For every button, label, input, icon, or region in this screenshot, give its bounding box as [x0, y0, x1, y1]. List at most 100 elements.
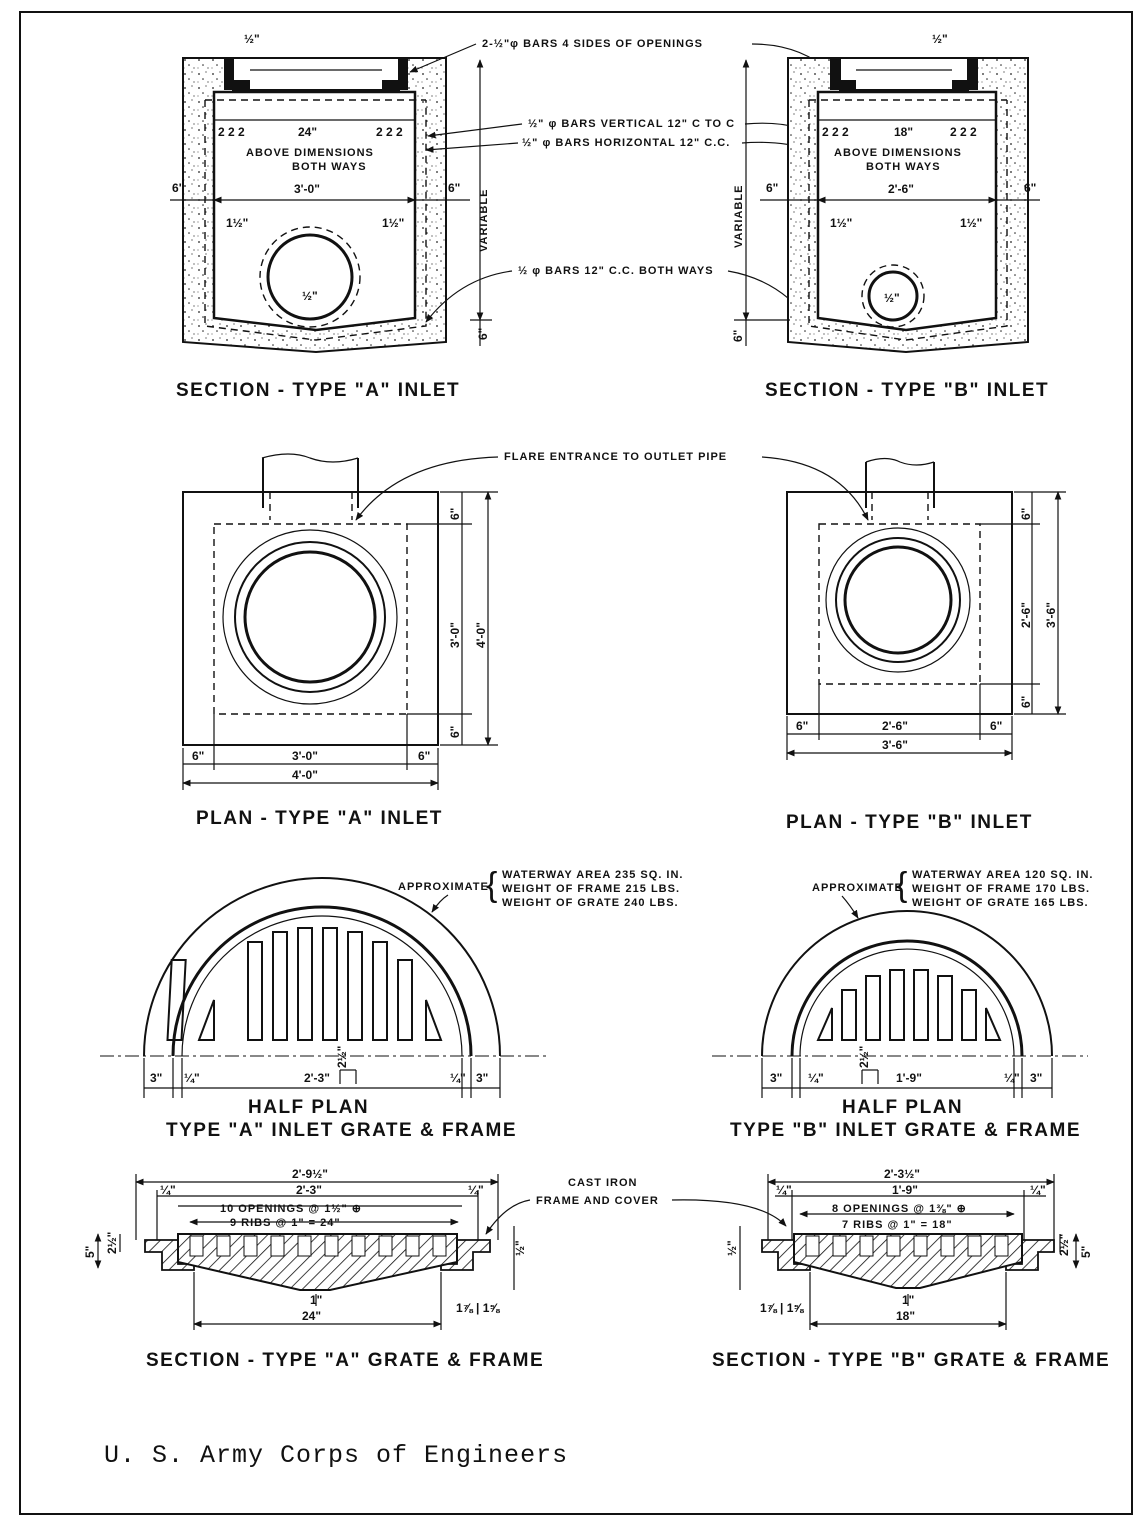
ga-dim-5: 5" — [83, 1246, 97, 1258]
hpb-dim-quarter-left: ¼" — [808, 1071, 824, 1085]
sb-dim-2s-right: 2 2 2 — [950, 125, 977, 139]
sa-dim-2s-right: 2 2 2 — [376, 125, 403, 139]
section-type-a-inlet: ½" 2 2 2 24" 2 2 2 ABOVE DIMENSIONS BOTH… — [170, 32, 492, 401]
gb-dim-sides: 1⅞ | 1⅝ — [760, 1301, 804, 1315]
gb-ribs: 7 RIBS @ 1" = 18" — [842, 1219, 953, 1231]
hpb-brace: { — [896, 866, 907, 904]
gb-dim-quarter-right: ¼" — [1030, 1183, 1046, 1197]
pa-dim-outer: 4'-0" — [474, 622, 488, 648]
gb-dim-overall: 2'-3½" — [884, 1167, 920, 1181]
hpb-title-1: HALF PLAN — [842, 1097, 963, 1118]
pb-dim-3-6: 3'-6" — [882, 738, 908, 752]
sa-dim-side-left: 6" — [172, 181, 184, 195]
half-plan-type-b: 3" ¼" 2½" 1'-9" ¼" 3" APPROXIMATE { WATE… — [712, 866, 1093, 1141]
section-type-b-grate: 2'-3½" ¼" 1'-9" ¼" 8 OPENINGS @ 1⅜" ⊕ 7 … — [712, 1167, 1110, 1371]
hpb-dim-center: 1'-9" — [896, 1071, 922, 1085]
pa-dim-4-0: 4'-0" — [292, 768, 318, 782]
sb-above-2: BOTH WAYS — [866, 161, 941, 173]
pb-dim-inner: 2'-6" — [1019, 602, 1033, 628]
plan-type-b-inlet: 6" 2'-6" 3'-6" 6" 6" 2'-6" 6" 3'-6" PLAN… — [786, 457, 1066, 833]
sa-dim-2s-left: 2 2 2 — [218, 125, 245, 139]
credit-line: U. S. Army Corps of Engineers — [104, 1441, 568, 1470]
hpa-dim-quarter-right: ¼" — [450, 1071, 466, 1085]
plan-type-a-inlet: 6" 3'-0" 4'-0" 6" 6" 3'-0" 6" 4'-0" PLAN… — [182, 453, 498, 829]
flare-callout: FLARE ENTRANCE TO OUTLET PIPE — [355, 451, 869, 521]
sb-dim-pipe: ½" — [884, 291, 900, 305]
sb-dim-2s-left: 2 2 2 — [822, 125, 849, 139]
gb-dim-5: 5" — [1079, 1246, 1093, 1258]
ga-dim-sides: 1⅞ | 1⅝ — [456, 1301, 500, 1315]
hpa-dim-3-left: 3" — [150, 1071, 162, 1085]
ga-openings: 10 OPENINGS @ 1½" ⊕ — [220, 1203, 362, 1215]
hpb-title-2: TYPE "B" INLET GRATE & FRAME — [730, 1120, 1081, 1141]
gb-dim-inner: 1'-9" — [892, 1183, 918, 1197]
sa-dim-rim: ½" — [244, 32, 260, 46]
ga-dim-half: ½" — [513, 1240, 527, 1256]
gb-openings: 8 OPENINGS @ 1⅜" ⊕ — [832, 1203, 967, 1215]
sa-dim-half-left: 1½" — [226, 216, 248, 230]
sb-above-1: ABOVE DIMENSIONS — [834, 147, 962, 159]
hpb-approx: APPROXIMATE — [812, 882, 903, 894]
hpb-dim-quarter-right: ¼" — [1004, 1071, 1020, 1085]
sb-dim-half-right: 1½" — [960, 216, 982, 230]
gb-dim-2-half: 2½" — [1057, 1234, 1071, 1256]
reinforcement-callouts: 2-½"φ BARS 4 SIDES OF OPENINGS ½" φ BARS… — [409, 38, 831, 323]
section-type-a-grate: 2'-9½" ¼" 2'-3" ¼" 10 OPENINGS @ 1½" ⊕ 9… — [83, 1167, 544, 1371]
hpb-dim-rib: 2½" — [857, 1046, 871, 1068]
hpb-spec-3: WEIGHT OF GRATE 165 LBS. — [912, 897, 1089, 909]
callout-cast-iron-1: CAST IRON — [568, 1177, 638, 1189]
ga-dim-2-half: 2½" — [105, 1232, 119, 1254]
gb-dim-quarter-left: ¼" — [776, 1183, 792, 1197]
hpa-spec-1: WATERWAY AREA 235 SQ. IN. — [502, 869, 684, 881]
sa-dim-top: 24" — [298, 125, 317, 139]
sb-dim-width: 2'-6" — [888, 182, 914, 196]
sa-title: SECTION - TYPE "A" INLET — [176, 380, 460, 401]
pb-dim-6-right: 6" — [990, 719, 1002, 733]
gb-dim-half: ½" — [725, 1240, 739, 1256]
sb-dim-bottom: 6" — [731, 330, 745, 342]
callout-bars-horizontal: ½" φ BARS HORIZONTAL 12" C.C. — [522, 137, 730, 149]
pa-dim-6-top: 6" — [448, 508, 462, 520]
ga-dim-inner: 2'-3" — [296, 1183, 322, 1197]
sa-dim-width: 3'-0" — [294, 182, 320, 196]
hpa-title-1: HALF PLAN — [248, 1097, 369, 1118]
pb-dim-6-top: 6" — [1019, 508, 1033, 520]
ga-dim-quarter-left: ¼" — [160, 1183, 176, 1197]
hpa-brace: { — [486, 866, 497, 904]
half-plan-type-a: 3" ¼" 2'-3" 2½" ¼" 3" APPROXIMATE { WATE… — [100, 866, 684, 1141]
pa-dim-6-right: 6" — [418, 749, 430, 763]
gb-title: SECTION - TYPE "B" GRATE & FRAME — [712, 1350, 1110, 1371]
gb-dim-1: 1" — [902, 1293, 914, 1307]
pa-dim-6-bottom: 6" — [448, 726, 462, 738]
hpa-dim-center: 2'-3" — [304, 1071, 330, 1085]
hpa-approx: APPROXIMATE — [398, 881, 489, 893]
sa-dim-side-right: 6" — [448, 181, 460, 195]
hpa-dim-rib: 2½" — [335, 1046, 349, 1068]
pb-title: PLAN - TYPE "B" INLET — [786, 812, 1033, 833]
hpb-dim-3-left: 3" — [770, 1071, 782, 1085]
pb-dim-6-bottom: 6" — [1019, 696, 1033, 708]
pb-dim-outer: 3'-6" — [1044, 602, 1058, 628]
ga-dim-bottom: 24" — [302, 1309, 321, 1323]
pa-dim-6-left: 6" — [192, 749, 204, 763]
ga-ribs: 9 RIBS @ 1" = 24" — [230, 1217, 341, 1229]
pb-dim-6-left: 6" — [796, 719, 808, 733]
hpa-dim-3-right: 3" — [476, 1071, 488, 1085]
sb-dim-variable: VARIABLE — [733, 185, 745, 248]
callout-bars-vertical: ½" φ BARS VERTICAL 12" C TO C — [528, 118, 735, 130]
sb-dim-top: 18" — [894, 125, 913, 139]
hpb-spec-2: WEIGHT OF FRAME 170 LBS. — [912, 883, 1090, 895]
ga-title: SECTION - TYPE "A" GRATE & FRAME — [146, 1350, 544, 1371]
sheet-border — [19, 11, 1133, 1515]
hpa-dim-quarter-left: ¼" — [184, 1071, 200, 1085]
sb-dim-side-right: 6" — [1024, 181, 1036, 195]
callout-cast-iron-2: FRAME AND COVER — [536, 1195, 659, 1207]
pa-dim-3-0: 3'-0" — [292, 749, 318, 763]
gb-dim-bottom: 18" — [896, 1309, 915, 1323]
sb-dim-half-left: 1½" — [830, 216, 852, 230]
sa-dim-variable: VARIABLE — [478, 189, 490, 252]
pa-title: PLAN - TYPE "A" INLET — [196, 808, 443, 829]
sa-dim-bottom: 6" — [476, 328, 490, 340]
callout-flare-entrance: FLARE ENTRANCE TO OUTLET PIPE — [504, 451, 727, 463]
